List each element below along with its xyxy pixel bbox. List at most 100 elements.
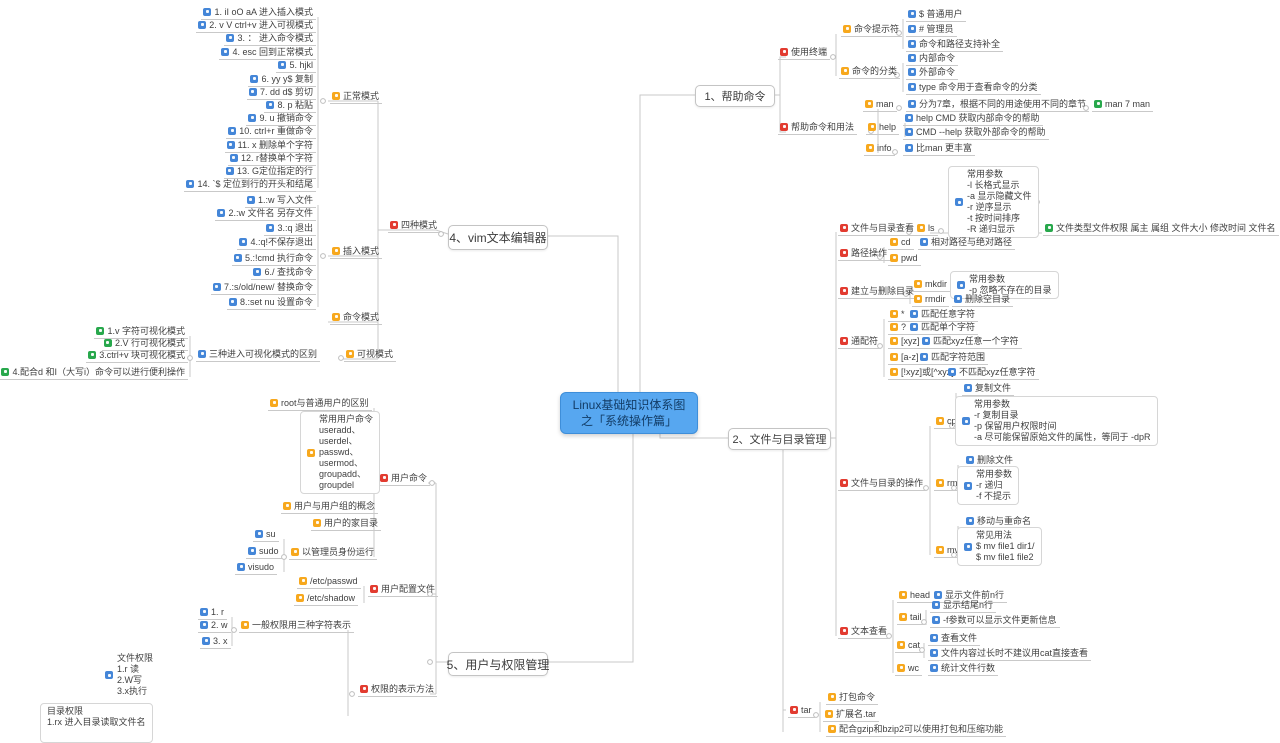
mode-visual[interactable]: 可视模式	[344, 347, 397, 362]
wild-star-desc[interactable]: 匹配任意字符	[908, 307, 979, 322]
collapse-toggle-icon[interactable]	[896, 105, 902, 111]
tar-pack[interactable]: 打包命令	[826, 690, 879, 705]
perm-x[interactable]: 3. x	[200, 634, 231, 649]
vim-cmd-6[interactable]: 6./ 查找命令	[251, 265, 316, 280]
visual-modes-diff[interactable]: 三种进入可视化模式的区别	[196, 347, 321, 362]
prompt-dollar[interactable]: $ 普通用户	[906, 7, 966, 22]
wild-star[interactable]: *	[888, 307, 908, 322]
perm-representation[interactable]: 权限的表示方法	[358, 682, 438, 697]
wild-range-desc[interactable]: 匹配字符范围	[918, 350, 989, 365]
user-config-files[interactable]: 用户配置文件	[368, 582, 439, 597]
etc-shadow[interactable]: /etc/shadow	[294, 591, 359, 606]
vim-cmd-8[interactable]: 8.:set nu 设置命令	[226, 295, 316, 310]
mkdir-params[interactable]: 常用参数-p 忽略不存在的目录	[950, 271, 1059, 299]
man-chapters[interactable]: 分为7章，根据不同的用途使用不同的章节	[906, 97, 1090, 112]
pwd-cmd[interactable]: pwd	[888, 251, 921, 266]
perm-r[interactable]: 1. r	[198, 605, 228, 620]
perm-w[interactable]: 2. w	[198, 618, 231, 633]
mode-insert[interactable]: 插入模式	[330, 244, 383, 259]
path-completion[interactable]: 命令和路径支持补全	[906, 37, 1004, 52]
type-cmd[interactable]: type 命令用于查看命令的分类	[906, 80, 1041, 95]
tar-ext[interactable]: 扩展名.tar	[823, 707, 880, 722]
rmdir-empty[interactable]: 删除空目录	[952, 292, 1014, 307]
cat-desc-2[interactable]: 文件内容过长时不建议用cat直接查看	[928, 646, 1092, 661]
wild-not-desc[interactable]: 不匹配xyz任意字符	[946, 365, 1039, 380]
cd-cmd[interactable]: cd	[888, 235, 914, 250]
general-perms[interactable]: 一般权限用三种字符表示	[239, 618, 355, 633]
visudo-cmd[interactable]: visudo	[235, 560, 278, 575]
wc-cmd[interactable]: wc	[895, 661, 922, 676]
wild-question[interactable]: ?	[888, 320, 910, 335]
vim-normal-8[interactable]: 8. p 粘贴	[264, 98, 316, 113]
tar-gzip[interactable]: 配合gzip和bzip2可以使用打包和压缩功能	[826, 722, 1007, 737]
wild-range[interactable]: [a-z]	[888, 350, 922, 365]
user-group-concept[interactable]: 用户与用户组的概念	[281, 499, 379, 514]
rmdir-cmd[interactable]: rmdir	[912, 292, 949, 307]
wild-not[interactable]: [!xyz]或[^xyz]	[888, 365, 957, 380]
vim-normal-7[interactable]: 7. dd d$ 剪切	[246, 85, 316, 100]
collapse-toggle-icon[interactable]	[903, 291, 909, 297]
make-del-dir[interactable]: 建立与删除目录	[838, 284, 918, 299]
help-usage[interactable]: 帮助命令和用法	[778, 120, 858, 135]
topic-user-permission[interactable]: 5、用户与权限管理	[447, 652, 549, 676]
collapse-toggle-icon[interactable]	[1083, 105, 1089, 111]
collapse-toggle-icon[interactable]	[338, 355, 344, 361]
rm-params[interactable]: 常用参数-r 递归-f 不提示	[957, 466, 1020, 505]
collapse-toggle-icon[interactable]	[896, 30, 902, 36]
central-topic[interactable]: Linux基础知识体系图 之「系统操作篇」	[560, 392, 698, 434]
collapse-toggle-icon[interactable]	[187, 355, 193, 361]
use-terminal[interactable]: 使用终端	[778, 45, 831, 60]
rm-cmd[interactable]: rm	[934, 476, 961, 491]
man-cmd[interactable]: man	[863, 97, 897, 112]
collapse-toggle-icon[interactable]	[320, 253, 326, 259]
info-richer[interactable]: 比man 更丰富	[903, 141, 976, 156]
tar-cmd[interactable]: tar	[788, 703, 815, 718]
head-desc[interactable]: 显示文件前n行	[932, 588, 1008, 603]
mv-usage[interactable]: 常见用法$ mv file1 dir1/$ mv file1 file2	[957, 527, 1042, 566]
vim-cmd-5[interactable]: 5.:!cmd 执行命令	[231, 251, 316, 266]
vim-normal-5[interactable]: 5. hjkl	[276, 58, 316, 73]
prompt-hash[interactable]: # 管理员	[906, 22, 957, 37]
topic-vim-editor[interactable]: 4、vim文本编辑器	[448, 225, 548, 250]
vim-normal-10[interactable]: 10. ctrl+r 重做命令	[226, 124, 316, 139]
collapse-toggle-icon[interactable]	[349, 691, 355, 697]
tail-desc-2[interactable]: -f参数可以显示文件更新信息	[930, 613, 1060, 628]
user-home-dir[interactable]: 用户的家目录	[311, 516, 382, 531]
mode-command[interactable]: 命令模式	[330, 310, 383, 325]
help-external[interactable]: CMD --help 获取外部命令的帮助	[903, 125, 1049, 140]
vim-cmd-3[interactable]: 3.:q 退出	[264, 221, 316, 236]
collapse-toggle-icon[interactable]	[281, 554, 287, 560]
ls-output-format[interactable]: 文件类型文件权限 属主 属组 文件大小 修改时间 文件名	[1043, 221, 1279, 236]
cp-copy[interactable]: 复制文件	[962, 381, 1015, 396]
help-cmd[interactable]: help	[866, 120, 900, 135]
vim-normal-11[interactable]: 11. x 删除单个字符	[224, 138, 316, 153]
collapse-toggle-icon[interactable]	[231, 627, 237, 633]
root-vs-normal[interactable]: root与普通用户的区别	[268, 396, 372, 411]
head-cmd[interactable]: head	[897, 588, 934, 603]
vim-normal-9[interactable]: 9. u 撤销命令	[246, 111, 316, 126]
man-7-man[interactable]: man 7 man	[1092, 97, 1154, 112]
file-dir-ops[interactable]: 文件与目录的操作	[838, 476, 927, 491]
internal-cmd[interactable]: 内部命令	[906, 51, 959, 66]
rel-abs-path[interactable]: 相对路径与绝对路径	[918, 235, 1016, 250]
vim-normal-2[interactable]: 2. v V ctrl+v 进入可视模式	[196, 18, 316, 33]
topic-help-commands[interactable]: 1、帮助命令	[695, 85, 775, 107]
collapse-toggle-icon[interactable]	[894, 72, 900, 78]
vim-cmd-2[interactable]: 2.:w 文件名 另存文件	[215, 206, 316, 221]
user-commands[interactable]: 用户命令	[378, 471, 431, 486]
mkdir-cmd[interactable]: mkdir	[912, 277, 950, 292]
tail-desc-1[interactable]: 显示结尾n行	[930, 598, 997, 613]
mv-cmd[interactable]: mv	[934, 543, 962, 558]
run-as-admin[interactable]: 以管理员身份运行	[289, 545, 378, 560]
ls-params[interactable]: 常用参数-l 长格式显示-a 显示隐藏文件-r 逆序显示-t 按时间排序-R 递…	[948, 166, 1039, 238]
vim-cmd-4[interactable]: 4.:q!不保存退出	[237, 235, 316, 250]
sudo-cmd[interactable]: sudo	[246, 544, 282, 559]
collapse-toggle-icon[interactable]	[427, 659, 433, 665]
cp-params[interactable]: 常用参数-r 复制目录-p 保留用户权限时间-a 尽可能保留原始文件的属性，等同…	[955, 396, 1158, 446]
etc-passwd[interactable]: /etc/passwd	[297, 574, 361, 589]
vim-cmd-7[interactable]: 7.:s/old/new/ 替换命令	[210, 280, 316, 295]
wild-xyz[interactable]: [xyz]	[888, 334, 923, 349]
vim-normal-3[interactable]: 3. ： 进入命令模式	[224, 31, 316, 46]
cmd-category[interactable]: 命令的分类	[839, 64, 901, 79]
